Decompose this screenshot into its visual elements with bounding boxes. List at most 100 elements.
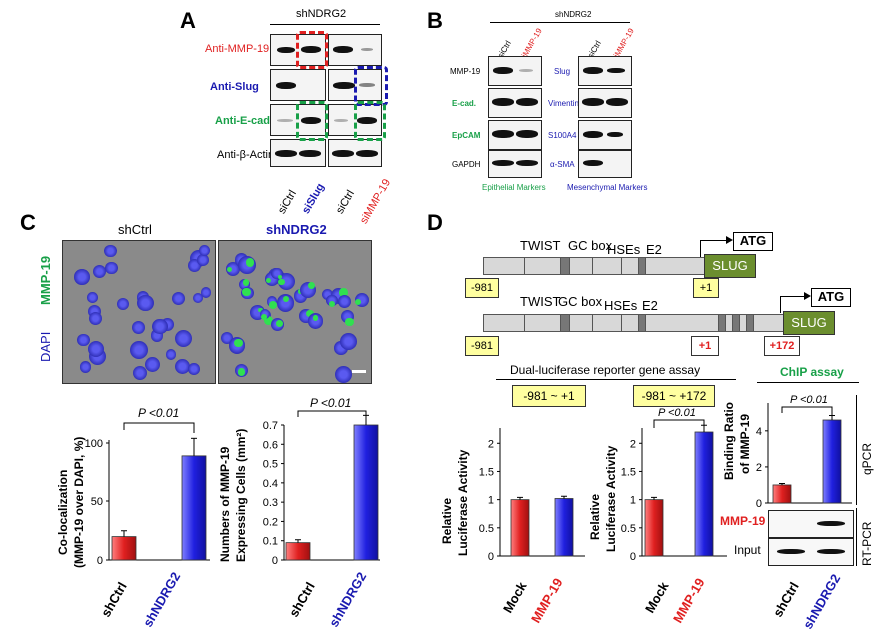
panel-b-row-slug: Slug (554, 67, 571, 76)
highlight-box-ecad-right (354, 101, 386, 141)
bottom-pos-981: -981 (465, 336, 499, 356)
mmp19-signal (245, 258, 255, 268)
c1-ylabel-2: (MMP-19 over DAPI, %) (72, 436, 86, 568)
blot-b-asma (578, 150, 632, 178)
bottom-e2: E2 (642, 298, 658, 313)
micro-left-title: shCtrl (118, 222, 152, 237)
bottom-pos-plus1: +1 (691, 336, 719, 356)
panel-a-lane-1: siCtrl (276, 188, 299, 216)
construct-label-1: -981 ~ +1 (512, 385, 586, 407)
top-hses: HSEs (607, 242, 641, 257)
rtpcr-blot-input (768, 538, 854, 566)
mmp19-signal (265, 277, 271, 283)
panel-b-row-s100a4: S100A4 (548, 131, 577, 140)
l2-cat-mock: Mock (642, 579, 672, 616)
panel-b-row-asma: α-SMA (550, 160, 575, 169)
chip-ylabel-2: of MMP-19 (738, 414, 752, 474)
chip-ylabel-1: Binding Ratio (722, 402, 736, 480)
panel-b-row-mmp19: MMP-19 (450, 67, 481, 76)
panel-b-group-line (490, 22, 630, 23)
blot-b-vimentin (578, 88, 632, 118)
mmp19-signal (261, 313, 268, 320)
l1-cat-mmp19: MMP-19 (528, 575, 566, 626)
rtpcr-bracket (856, 508, 857, 566)
panel-b-row-vimentin: Vimentin (548, 99, 579, 108)
construct-label-2: -981 ~ +172 (633, 385, 715, 407)
highlight-box-mmp19 (296, 31, 328, 69)
c2-ylabel-1: Numbers of MMP-19 (218, 446, 232, 562)
rtpcr-row-mmp19: MMP-19 (720, 514, 766, 528)
top-pos-981: -981 (465, 278, 499, 298)
l2-ylabel-1: Relative (588, 493, 602, 540)
chart-luciferase-1: 00.511.52 (479, 428, 585, 563)
qpcr-bracket (856, 395, 857, 505)
cell-nucleus (130, 340, 148, 359)
l1-tick-0: 0 (488, 551, 494, 563)
c2-tick-5: 0.5 (263, 459, 278, 471)
c1-bar-0 (111, 536, 137, 561)
cell-nucleus (340, 332, 357, 350)
stain-label-dapi: DAPI (38, 331, 53, 362)
scale-bar (352, 370, 366, 373)
chip-bar-1 (822, 419, 842, 504)
cell-nucleus (88, 311, 103, 326)
c1-tick-100: 100 (85, 438, 103, 450)
c2-bar-1 (353, 424, 379, 561)
cell-nucleus (278, 273, 296, 291)
c2-tick-3: 0.3 (263, 497, 278, 509)
cell-nucleus (337, 294, 351, 308)
c2-tick-1: 0.1 (263, 536, 278, 548)
c2-bar-0 (285, 542, 311, 561)
panel-a-row-slug: Anti-Slug (210, 81, 259, 93)
l1-tick-4: 2 (488, 438, 494, 450)
blot-b-ecad (488, 88, 542, 118)
panel-b-group-label: shNDRG2 (555, 10, 592, 19)
bottom-hses: HSEs (604, 298, 638, 313)
chip-bar-0 (772, 484, 792, 504)
c2-tick-7: 0.7 (263, 420, 278, 432)
mmp19-signal (312, 315, 319, 321)
mmp19-signal (278, 278, 285, 286)
l1-cat-mock: Mock (500, 579, 530, 616)
highlight-box-ecad-left (296, 101, 328, 141)
cell-nucleus (77, 333, 90, 346)
cell-nucleus (308, 313, 324, 329)
cell-nucleus (171, 292, 185, 306)
top-e2: E2 (646, 242, 662, 257)
mmp19-signal (307, 282, 315, 290)
cell-nucleus (174, 358, 191, 375)
chip-cat-shctrl: shCtrl (770, 579, 802, 620)
cell-nucleus (192, 293, 204, 304)
panel-a-group-line (270, 24, 380, 25)
promoter-bottom (483, 314, 785, 332)
blot-a-actin-left (270, 139, 326, 167)
l1-tick-1: 0.5 (479, 523, 494, 535)
top-gcbox: GC box (568, 238, 613, 253)
c1-ylabel-1: Co-localization (56, 469, 70, 555)
l1-ylabel-2: Luciferase Activity (456, 449, 470, 556)
tss-arrowhead-top (726, 236, 733, 244)
mmp19-signal (276, 320, 283, 327)
slug-gene-bottom: SLUG (783, 311, 835, 335)
mmp19-signal (329, 300, 336, 308)
qpcr-label: qPCR (860, 442, 874, 475)
c1-tick-0: 0 (97, 555, 103, 567)
bottom-gcbox: GC box (558, 294, 603, 309)
cell-nucleus (137, 294, 154, 312)
assay-title-line (496, 379, 736, 380)
chart-colocalization: 0 50 100 P <0.01 (85, 406, 210, 567)
cell-nucleus (276, 294, 295, 312)
bottom-pos-plus172: +172 (764, 336, 800, 356)
rtpcr-blot-mmp19 (768, 510, 854, 538)
micrograph-shctrl (62, 240, 216, 384)
panel-a-letter: A (180, 8, 196, 33)
cell-nucleus (200, 287, 211, 298)
blot-a-slug-left (270, 69, 326, 101)
chip-significance: P <0.01 (790, 394, 828, 406)
micro-right-title: shNDRG2 (266, 222, 327, 237)
cell-nucleus (105, 262, 118, 275)
mmp19-signal (282, 295, 290, 303)
cell-nucleus (116, 298, 129, 311)
stain-label-mmp19: MMP-19 (38, 255, 53, 305)
cell-nucleus (260, 308, 271, 319)
